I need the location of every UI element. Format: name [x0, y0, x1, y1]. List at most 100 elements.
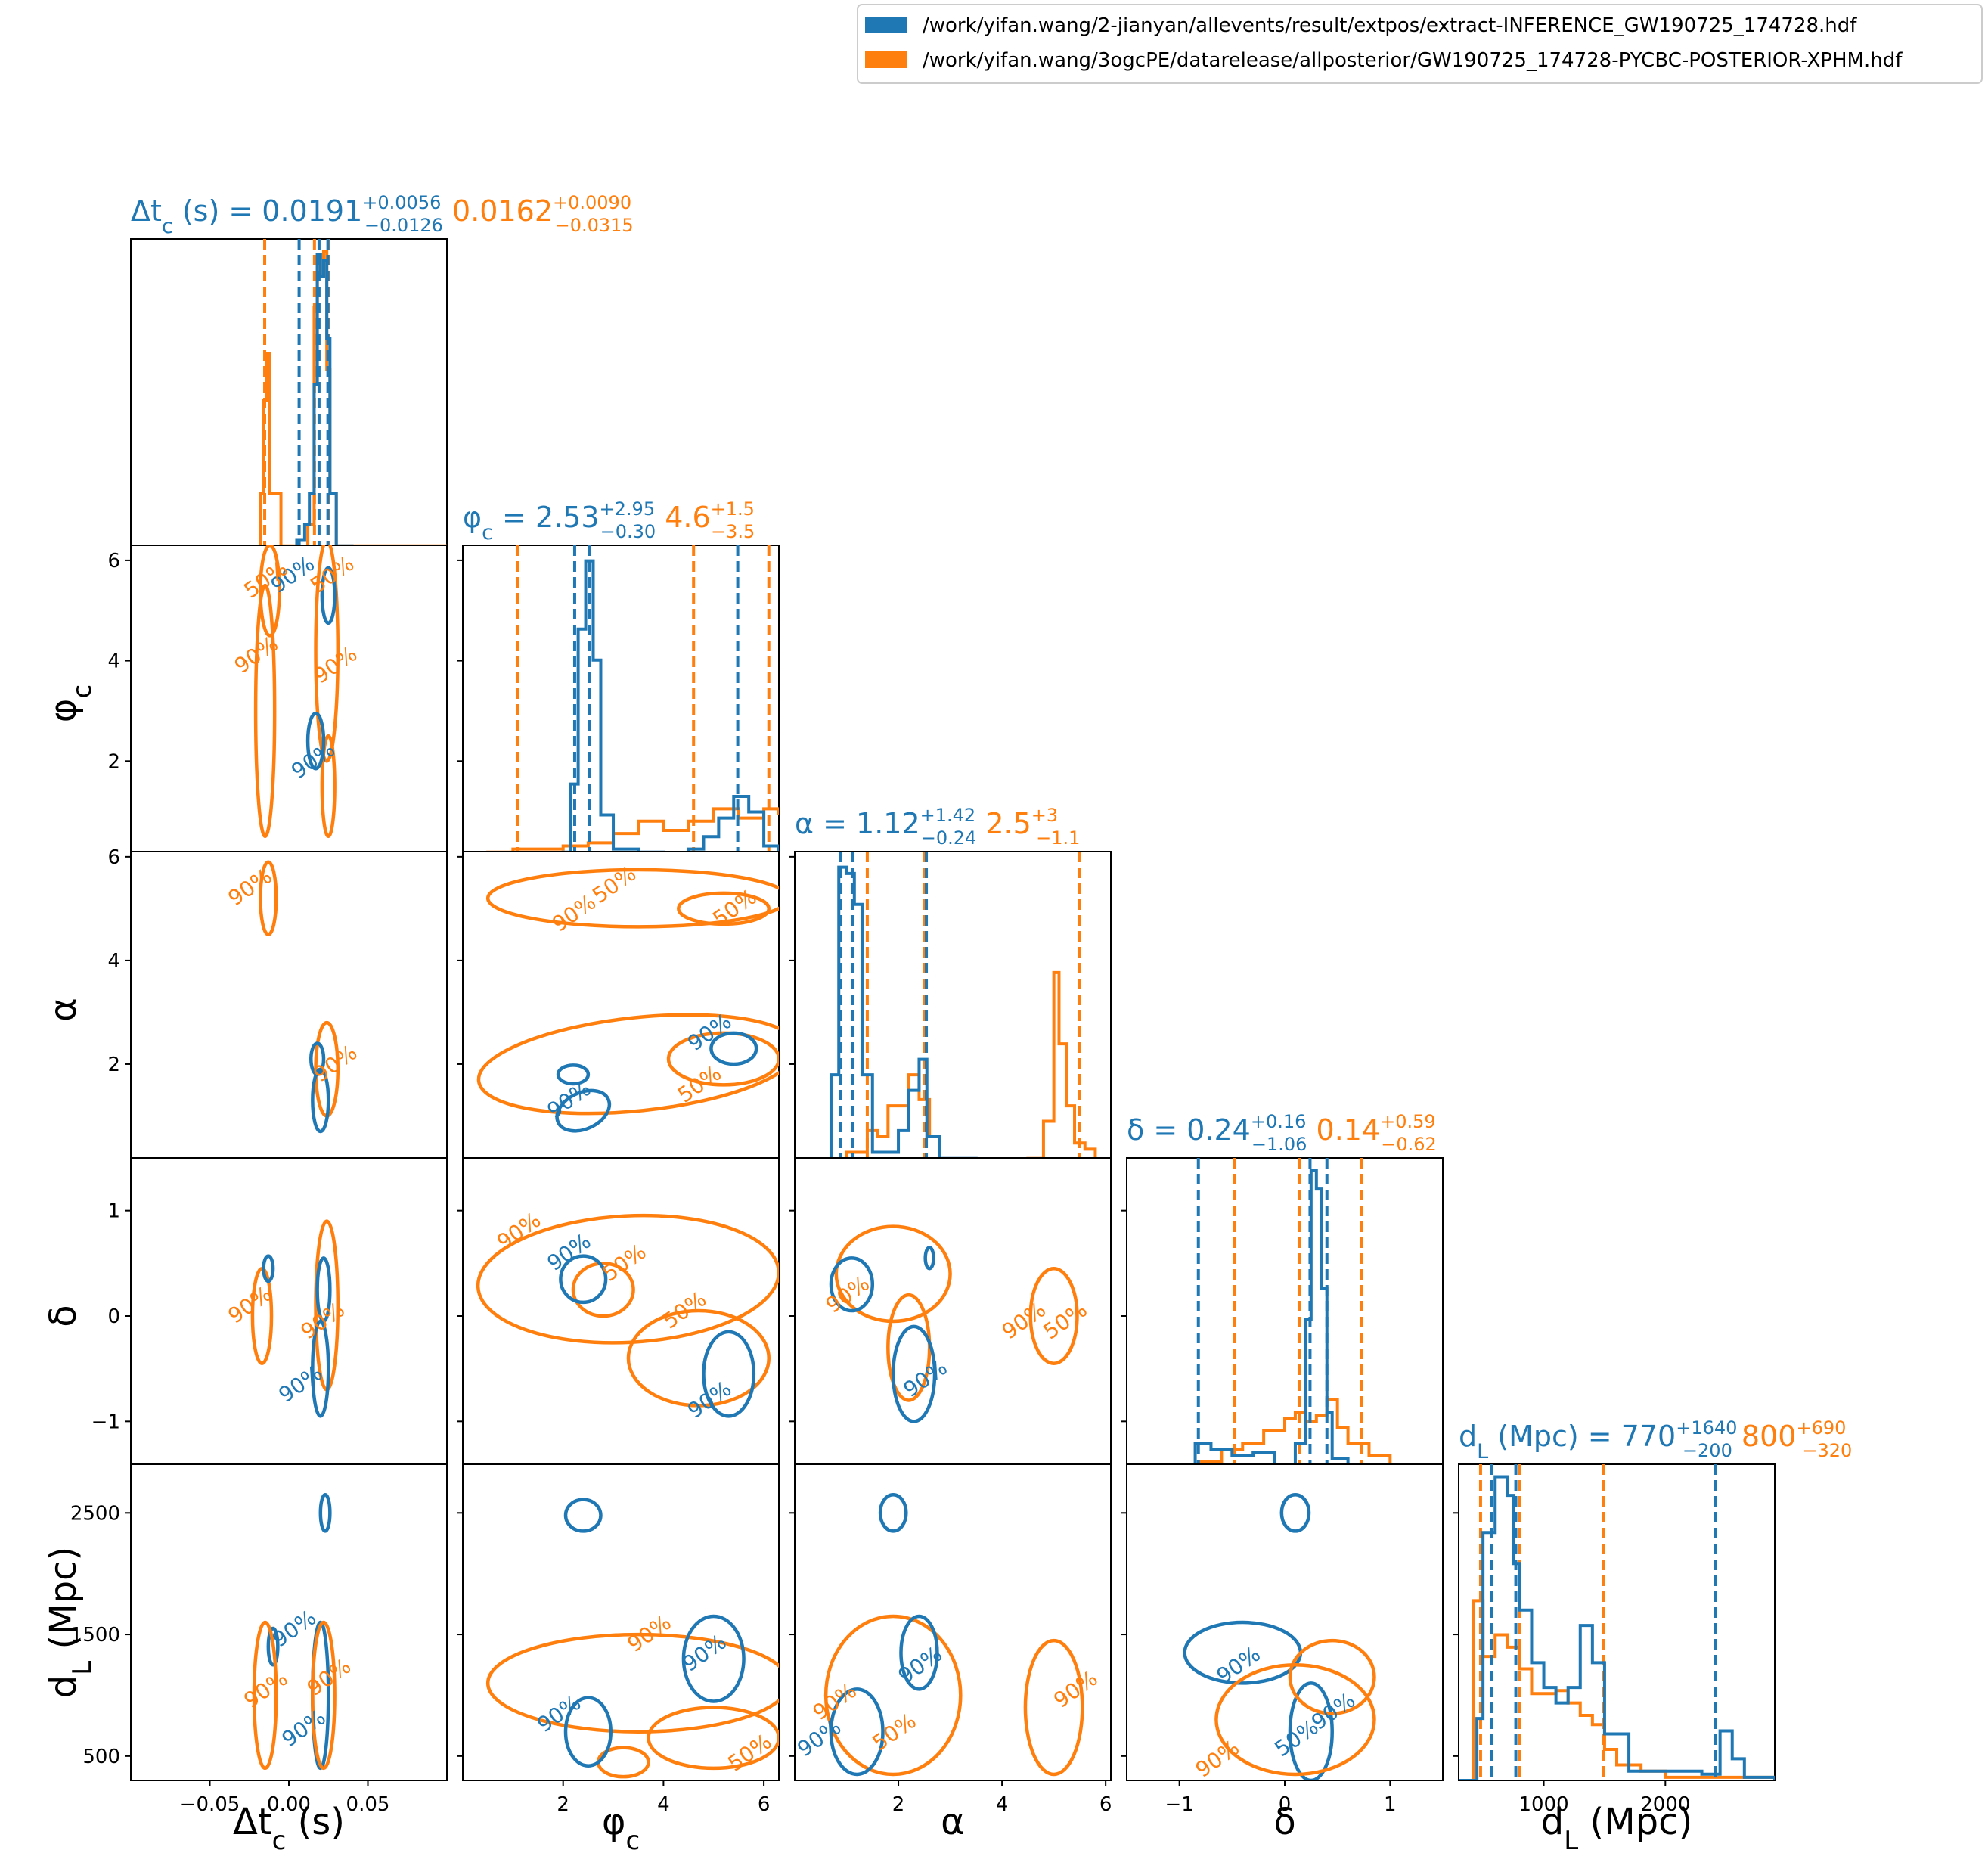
summary-part: 1.12 — [856, 807, 920, 840]
histogram-run1-phic — [463, 559, 779, 861]
x-axis-label-dl: dL (Mpc) — [1541, 1801, 1692, 1853]
contour-run1 — [1279, 1492, 1311, 1533]
summary-part: d — [1459, 1420, 1477, 1453]
panel-content — [1183, 1492, 1376, 1780]
x-tick-label: 1000 — [1518, 1793, 1568, 1816]
panel-frame — [130, 1463, 448, 1781]
histogram-run1-delta — [1127, 1169, 1443, 1474]
summary-part: +690 — [1796, 1417, 1846, 1439]
panel-content — [252, 1492, 337, 1771]
contour-run1 — [878, 1492, 908, 1533]
panel-frame — [794, 851, 1112, 1169]
summary-part: c — [482, 521, 493, 545]
x-tick-label: 2000 — [1640, 1793, 1690, 1816]
contour-run1 — [555, 1088, 612, 1133]
x-tick-label: 4 — [996, 1793, 1009, 1816]
histogram-run2-dl — [1459, 1599, 1775, 1780]
histogram-run1-dl — [1459, 1475, 1775, 1780]
legend-frame — [857, 4, 1983, 84]
panel-content — [485, 1498, 779, 1779]
summary-part: +1.42 — [920, 805, 976, 826]
contour-run2 — [476, 1013, 779, 1116]
contour-run1 — [702, 1330, 756, 1418]
panel-content — [1127, 1158, 1443, 1474]
x-axis-label-alpha: α — [941, 1801, 965, 1843]
contour-run2 — [252, 1620, 278, 1771]
summary-part: 770 — [1621, 1420, 1676, 1453]
contour-run2 — [485, 1632, 779, 1734]
x-tick-label: −0.05 — [180, 1793, 240, 1816]
contour-run1 — [891, 1324, 937, 1423]
panel-phic-delta: 90%90%50%50%90% — [457, 1157, 780, 1480]
legend-entry-label: /work/yifan.wang/2-jianyan/allevents/res… — [923, 14, 1857, 37]
summary-part: −0.30 — [600, 521, 656, 542]
summary-part: (Mpc) = — [1488, 1420, 1621, 1453]
contour-run2 — [647, 1706, 779, 1771]
legend-entry-label: /work/yifan.wang/3ogcPE/datarelease/allp… — [923, 49, 1903, 72]
y-tick-label: 2500 — [70, 1502, 120, 1525]
summary-part: +2.95 — [600, 498, 656, 520]
x-axis-label-phic: φc — [602, 1801, 640, 1853]
contour-run2 — [320, 734, 337, 839]
summary-title-alpha: α = 1.12+1.42−0.24 2.5+3−1.1 — [795, 805, 1080, 849]
summary-part: +0.0056 — [362, 192, 441, 213]
y-tick-label: 0 — [107, 1305, 120, 1328]
summary-part: 0.0162 — [443, 194, 553, 228]
summary-part: −0.0126 — [364, 215, 443, 236]
y-tick-label: 1 — [107, 1200, 120, 1223]
panel-tc-phic: 90%90%50%50%90%90%246 — [107, 545, 448, 868]
x-tick-label: 0.05 — [346, 1793, 390, 1816]
x-tick-label: 0 — [1279, 1793, 1292, 1816]
y-tick-label: 4 — [107, 950, 120, 973]
summary-part: −1.1 — [1036, 827, 1080, 849]
contour-run1 — [1288, 1681, 1334, 1780]
summary-part: φ — [463, 501, 482, 534]
contour-run1 — [305, 712, 326, 771]
panel-tc-alpha: 90%90%246 — [107, 846, 448, 1174]
y-tick-label: 2 — [107, 1054, 120, 1076]
summary-part: +1640 — [1676, 1417, 1737, 1439]
contour-run2 — [253, 583, 277, 839]
x-axis-label-delta: δ — [1273, 1801, 1295, 1843]
summary-part: +0.16 — [1251, 1111, 1307, 1132]
contour-run1 — [829, 1687, 885, 1777]
summary-title: α = 1.12+1.42−0.24 2.5+3−1.1 — [795, 805, 1080, 849]
contour-run2 — [485, 868, 779, 929]
summary-part: Δt — [131, 194, 162, 228]
contour-run1 — [309, 1041, 326, 1076]
panel-frame — [130, 1157, 448, 1475]
summary-title-dl: dL (Mpc) = 770+1640−200 800+690−320 — [1459, 1417, 1852, 1463]
panel-frame — [130, 238, 448, 556]
summary-part: 0.0191 — [262, 194, 362, 228]
y-tick-label: 500 — [82, 1746, 120, 1768]
panel-content — [476, 868, 779, 1133]
contour-run1 — [559, 1254, 608, 1305]
contour-run1 — [563, 1498, 603, 1533]
contour-run2 — [677, 891, 771, 926]
contour-run1 — [899, 1614, 939, 1691]
panel-frame — [130, 851, 448, 1169]
summary-part: 2.5 — [976, 807, 1031, 840]
panel-tc-tc: Δtc (s) = 0.0191+0.0056−0.0126 0.0162+0.… — [130, 192, 634, 561]
panel-frame — [462, 545, 780, 862]
x-tick-label: 4 — [657, 1793, 670, 1816]
legend-swatch — [865, 17, 907, 33]
panel-phic-phic: φc = 2.53+2.95−0.30 4.6+1.5−3.5 — [457, 498, 780, 868]
contour-run1 — [262, 1254, 275, 1283]
summary-part: 2.53 — [535, 501, 600, 534]
summary-part: −200 — [1683, 1440, 1732, 1461]
y-tick-label: 4 — [107, 650, 120, 673]
summary-title: φc = 2.53+2.95−0.30 4.6+1.5−3.5 — [463, 498, 755, 545]
contour-run1 — [320, 566, 337, 625]
panel-phic-alpha: 50%90%50%90%50%90% — [457, 851, 780, 1174]
summary-part: c — [162, 215, 173, 238]
panel-content — [253, 545, 340, 839]
panel-frame — [462, 851, 780, 1169]
y-axis-label-dl: dL (Mpc) — [42, 1547, 98, 1698]
panel-content — [829, 1224, 1079, 1423]
panel-content — [1459, 1464, 1775, 1780]
summary-part: −3.5 — [711, 521, 755, 542]
